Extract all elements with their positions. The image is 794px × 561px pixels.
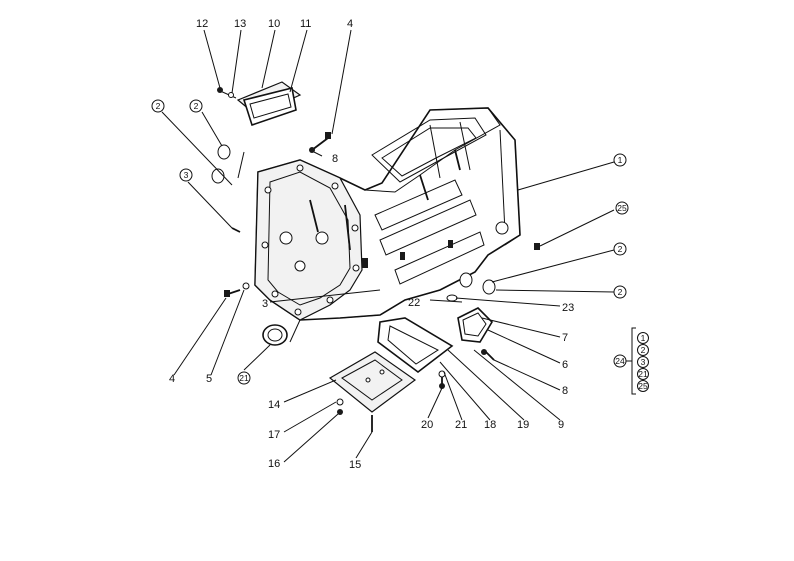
label-7: 7 [562,332,568,344]
svg-text:2: 2 [618,287,623,297]
label-19: 19 [517,419,529,431]
label-6: 6 [562,359,568,371]
svg-text:24: 24 [615,356,625,366]
bottom-cover-plates [328,317,454,413]
label-21-bolt: 21 [455,419,467,431]
drain-plug [336,398,373,432]
kit-item-5: 25 [637,380,649,392]
right-pins [446,243,540,302]
label-12: 12 [196,18,208,30]
label-9: 9 [558,419,564,431]
label-16: 16 [268,458,280,470]
svg-text:2: 2 [156,101,161,111]
kit-bracket [626,327,636,395]
svg-text:2: 2 [194,101,199,111]
svg-text:2: 2 [641,345,646,355]
circled-labels: 2 2 3 1 25 2 2 21 [151,99,649,392]
top-cover-assembly [217,81,302,127]
bolt-top [309,132,331,153]
kit-item-3: 3 [637,356,649,368]
svg-text:25: 25 [617,203,627,213]
label-8-top: 8 [332,153,338,165]
callout-24: 24 [613,354,627,368]
transmission-housing [254,107,521,321]
callout-2-right-upper: 2 [613,242,627,256]
leader-lines [161,29,615,463]
kit-item-4: 21 [637,368,649,380]
callout-25: 25 [615,201,629,215]
side-cover-6 [457,307,495,361]
plain-labels: 12 13 10 11 4 8 22 23 3 7 6 8 9 4 5 14 1… [169,18,574,471]
label-4-top: 4 [347,18,353,30]
label-3-lower: 3 [262,298,268,310]
label-18: 18 [484,419,496,431]
svg-text:1: 1 [641,333,646,343]
svg-text:1: 1 [618,155,623,165]
kit-item-1: 1 [637,332,649,344]
plug-21 [262,324,288,346]
svg-text:21: 21 [638,369,648,379]
kit-item-2: 2 [637,344,649,356]
label-5: 5 [206,373,212,385]
label-20: 20 [421,419,433,431]
label-8-lower: 8 [562,385,568,397]
callout-2-left: 2 [189,99,203,113]
bottom-bolts [438,370,446,389]
label-15: 15 [349,459,361,471]
svg-text:21: 21 [239,373,249,383]
label-14: 14 [268,399,280,411]
callout-2-upper-left: 2 [151,99,165,113]
callout-21-plug: 21 [237,371,251,385]
svg-text:25: 25 [638,381,648,391]
label-10: 10 [268,18,280,30]
label-17: 17 [268,429,280,441]
label-22: 22 [408,297,420,309]
label-23: 23 [562,302,574,314]
label-4-lower: 4 [169,373,175,385]
svg-text:3: 3 [641,357,646,367]
callout-1: 1 [613,153,627,167]
dowel-pins-left [211,144,241,233]
svg-text:3: 3 [184,170,189,180]
bolt-lower-left [224,282,250,297]
svg-text:2: 2 [618,244,623,254]
callout-2-right-lower: 2 [613,285,627,299]
label-13: 13 [234,18,246,30]
callout-3-left: 3 [179,168,193,182]
label-11: 11 [300,18,311,30]
